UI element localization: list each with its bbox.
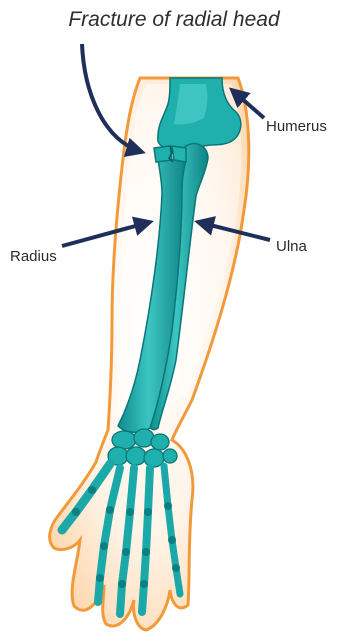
radial-head-fragment-left [154,146,172,162]
radial-head-fragment-right [172,146,186,162]
humerus-label: Humerus [266,118,327,135]
ulna-label: Ulna [276,238,307,255]
radius-label: Radius [10,248,57,265]
diagram-title: Fracture of radial head [0,8,348,32]
